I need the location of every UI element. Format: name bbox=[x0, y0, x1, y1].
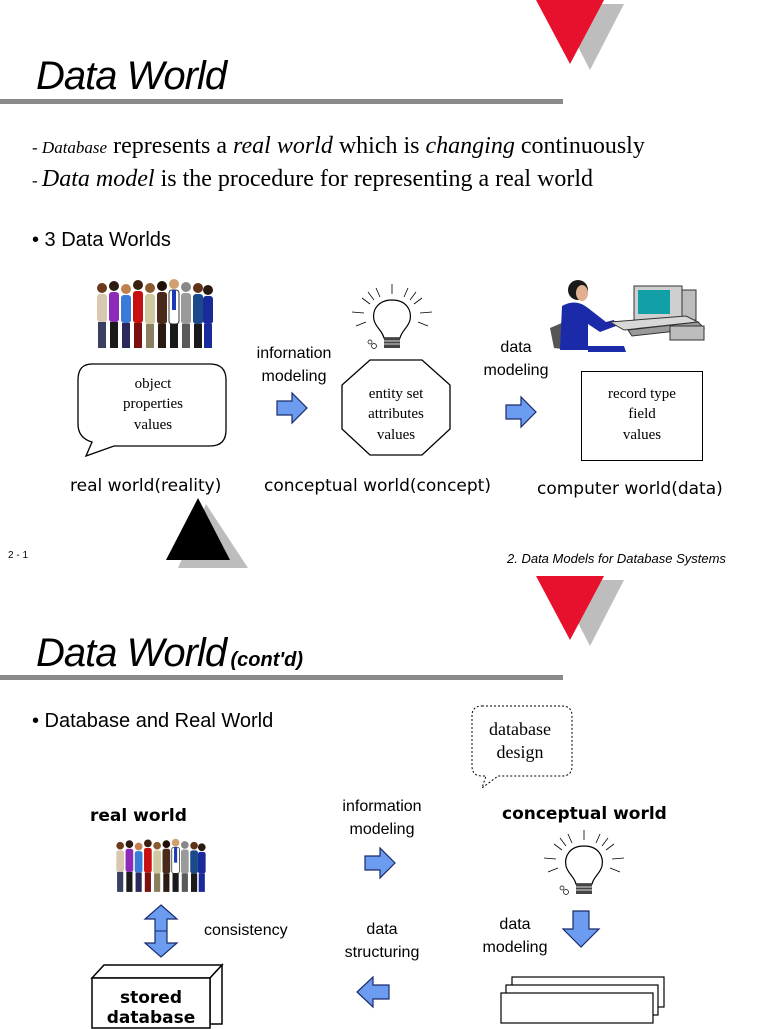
lightbulb-icon bbox=[351, 284, 433, 349]
real-world-heading: real world bbox=[90, 806, 187, 826]
data-structuring-label: data structuring bbox=[336, 918, 428, 964]
record-box bbox=[581, 371, 703, 461]
people-group-icon bbox=[97, 279, 213, 348]
concept-box-line: attributes bbox=[368, 406, 424, 423]
red-triangle-decoration bbox=[536, 0, 624, 70]
stored-database-text: stored database bbox=[92, 988, 210, 1029]
modeling-label-line: data bbox=[499, 916, 531, 933]
concept-box-line: values bbox=[376, 426, 416, 443]
caption-real-world: real world(reality) bbox=[70, 476, 222, 496]
info-label-line: information bbox=[342, 798, 422, 815]
slide1-title-rule bbox=[0, 99, 563, 104]
information-modeling-label-2: information modeling bbox=[336, 795, 428, 841]
page-number: 2 - 1 bbox=[8, 550, 29, 561]
slide1-line2: - Data model is the procedure for repres… bbox=[32, 166, 594, 192]
slide2-title: Data World (cont'd) bbox=[36, 633, 303, 673]
stacked-records-icon bbox=[500, 976, 665, 1024]
slide1-bullet: • 3 Data Worlds bbox=[32, 229, 171, 251]
real-box-line: values bbox=[133, 416, 173, 433]
record-box-line: values bbox=[622, 426, 662, 443]
slide2-title-main: Data World bbox=[36, 631, 227, 675]
design-line: database bbox=[489, 719, 551, 739]
slide1-footer: 2. Data Models for Database Systems bbox=[507, 551, 726, 566]
black-triangle-decoration bbox=[166, 498, 248, 568]
down-arrow-icon bbox=[561, 910, 601, 948]
database-design-text: database design bbox=[474, 718, 566, 765]
data-modeling-label: data modeling bbox=[476, 336, 556, 382]
caption-computer-world: computer world(data) bbox=[537, 479, 723, 499]
information-modeling-label: infornation modeling bbox=[248, 342, 340, 388]
slide1-title: Data World bbox=[36, 54, 227, 98]
record-box-line: field bbox=[628, 406, 656, 423]
computer-user-icon bbox=[550, 280, 706, 352]
real-world-bubble bbox=[77, 363, 227, 458]
right-arrow-icon bbox=[364, 846, 396, 880]
record-box-text: record type field values bbox=[582, 384, 702, 445]
arrow2-label-line: data bbox=[500, 339, 532, 356]
right-arrow-icon bbox=[276, 391, 308, 425]
real-box-line: object bbox=[134, 376, 172, 392]
design-line: design bbox=[496, 742, 544, 763]
conceptual-octagon bbox=[341, 359, 451, 456]
slide2-title-rule bbox=[0, 675, 563, 680]
slide2-bullet: • Database and Real World bbox=[32, 710, 274, 732]
arrow1-label-line: modeling bbox=[261, 368, 327, 386]
left-arrow-icon bbox=[356, 975, 390, 1009]
slide1-line1: - Database represents a real world which… bbox=[32, 133, 645, 159]
consistency-label: consistency bbox=[204, 922, 288, 939]
modeling-label-line: modeling bbox=[482, 939, 548, 957]
right-arrow-icon bbox=[505, 395, 537, 429]
database-design-bubble bbox=[471, 705, 573, 790]
real-world-box-text: object properties values bbox=[84, 374, 222, 435]
structuring-label-line: data bbox=[366, 921, 398, 938]
real-box-line: properties bbox=[123, 396, 183, 413]
lightbulb-icon bbox=[543, 830, 625, 895]
data-modeling-label-2: data modeling bbox=[476, 913, 554, 959]
concept-box-text: entity set attributes values bbox=[346, 384, 446, 445]
concept-box-line: entity set bbox=[368, 386, 424, 402]
structuring-label-line: structuring bbox=[344, 944, 420, 962]
stored-database-box bbox=[90, 963, 224, 1029]
double-arrow-icon bbox=[143, 904, 179, 958]
stored-db-line: database bbox=[106, 1008, 196, 1029]
red-triangle-decoration bbox=[536, 576, 624, 646]
caption-conceptual-world: conceptual world(concept) bbox=[264, 476, 491, 496]
stored-db-line: stored bbox=[119, 988, 182, 1008]
people-group-icon bbox=[116, 838, 206, 892]
info-label-line: modeling bbox=[349, 821, 415, 839]
arrow2-label-line: modeling bbox=[483, 362, 549, 380]
slide2-title-suffix: (cont'd) bbox=[230, 649, 304, 671]
record-box-line: record type bbox=[608, 386, 676, 402]
arrow1-label-line: infornation bbox=[256, 345, 332, 362]
conceptual-world-heading: conceptual world bbox=[502, 804, 667, 824]
